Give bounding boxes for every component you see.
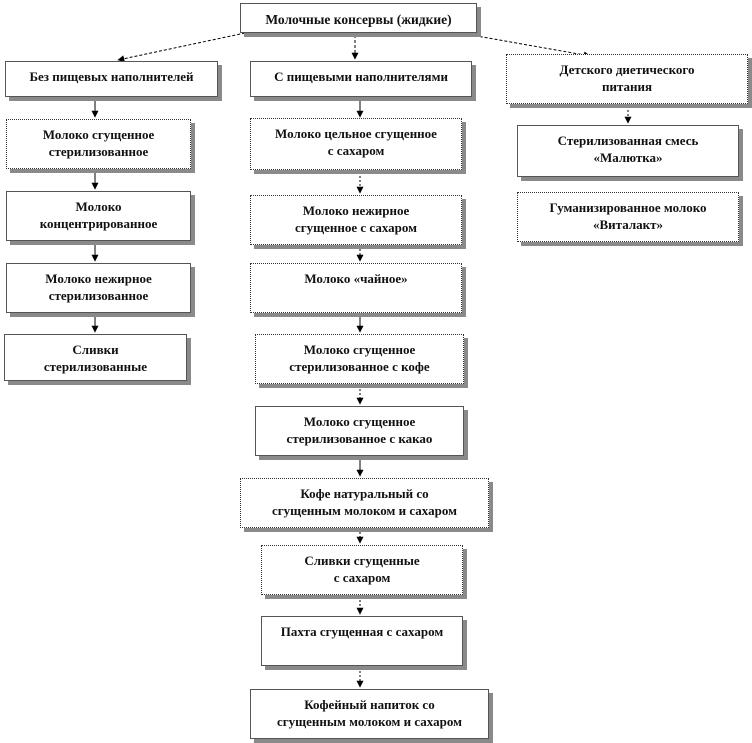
col1-item-3: Молоко нежирное стерилизованное <box>6 263 191 313</box>
col2-item-6: Кофе натуральный со сгущенным молоком и … <box>240 478 489 528</box>
col1-item-2: Молоко концентрированное <box>6 191 191 241</box>
col2-item-9: Кофейный напиток со сгущенным молоком и … <box>250 689 489 739</box>
category-dietary: Детского диетического питания <box>506 54 748 104</box>
col1-item-1: Молоко сгущенное стерилизованное <box>6 119 191 169</box>
col2-item-5: Молоко сгущенное стерилизованное с какао <box>255 406 464 456</box>
category-with-fillers: С пищевыми наполнителями <box>250 61 472 97</box>
col3-item-1: Стерилизованная смесь «Малютка» <box>517 125 739 177</box>
col2-item-2: Молоко нежирное сгущенное с сахаром <box>250 195 462 245</box>
category-no-fillers: Без пищевых наполнителей <box>5 61 218 97</box>
col2-item-4: Молоко сгущенное стерилизованное с кофе <box>255 334 464 384</box>
col3-item-2: Гуманизированное молоко «Виталакт» <box>517 192 739 242</box>
root-node: Молочные консервы (жидкие) <box>240 3 477 33</box>
col1-item-4: Сливки стерилизованные <box>4 334 187 381</box>
col2-item-8: Пахта сгущенная с сахаром <box>261 616 463 666</box>
col2-item-3: Молоко «чайное» <box>250 263 462 313</box>
col2-item-1: Молоко цельное сгущенное с сахаром <box>250 118 462 170</box>
arrow-root-to-cat1 <box>117 32 246 63</box>
col2-item-7: Сливки сгущенные с сахаром <box>261 545 463 595</box>
arrow-root-to-cat3 <box>459 32 591 59</box>
